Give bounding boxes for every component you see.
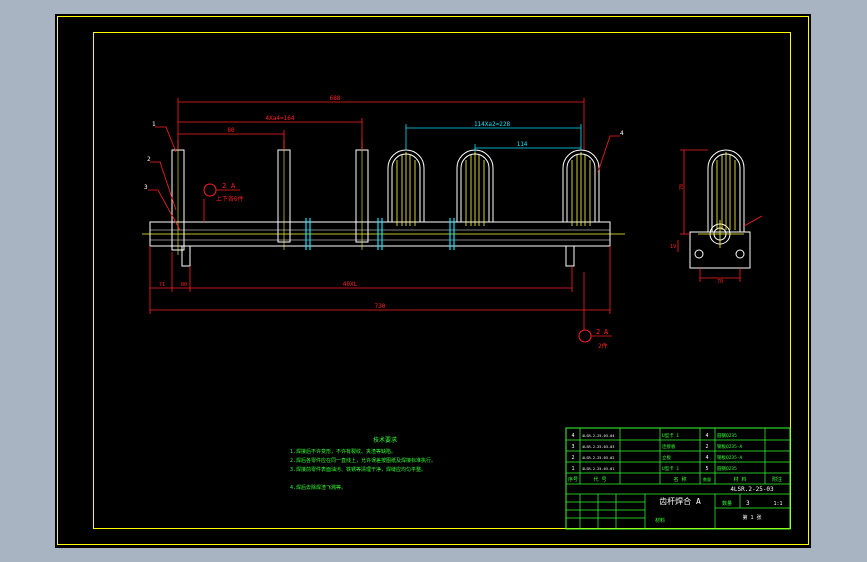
row-1-name: U型卡 1 bbox=[662, 465, 679, 472]
row-4-qty: 4 bbox=[705, 433, 708, 439]
dim-gap-small: 80 bbox=[227, 127, 235, 134]
scale-label: 数量 bbox=[722, 500, 732, 507]
row-2-qty: 4 bbox=[705, 455, 708, 461]
row-4-no: 4 bbox=[571, 433, 574, 439]
u-clamp-3-rods bbox=[571, 152, 591, 226]
notes-line-1: 1.焊接后不许变形，不许有裂纹、夹渣等缺陷。 bbox=[290, 448, 396, 455]
row-3-name: 连接板 bbox=[662, 443, 676, 450]
dim-bottom-span: 40XL bbox=[343, 281, 358, 288]
side-dim-base: 70 bbox=[717, 279, 723, 285]
u-clamp-1-rods bbox=[396, 152, 416, 226]
header-name: 名 称 bbox=[673, 476, 686, 483]
callout-1: 1 bbox=[152, 121, 156, 128]
dim-pitch-left: 4Xa4=164 bbox=[266, 115, 295, 122]
header-note: 附注 bbox=[772, 476, 782, 483]
section-top-label: 上下各0件 bbox=[216, 195, 244, 203]
company: 材料 bbox=[655, 517, 665, 524]
section-top-letter: A bbox=[231, 182, 236, 190]
leader-lines bbox=[148, 126, 620, 330]
inner-frame bbox=[93, 32, 791, 529]
header-no: 序号 bbox=[568, 476, 578, 483]
row-4-code: 4LSR.2-25-03-04 bbox=[582, 434, 614, 438]
dimensions-front bbox=[149, 98, 611, 314]
dim-left-offset-a: 71 bbox=[159, 282, 165, 288]
row-1-qty: 5 bbox=[705, 466, 708, 472]
header-qty: 数量 bbox=[703, 476, 711, 482]
callout-4: 4 bbox=[620, 130, 624, 137]
bottom-lug-left bbox=[181, 245, 191, 267]
technical-notes: 技术要求 1.焊接后不许变形，不许有裂纹、夹渣等缺陷。 2.焊后各零件应在同一直… bbox=[290, 436, 436, 491]
dim-overall-top: 688 bbox=[330, 95, 341, 102]
sheet-number: 第 1 张 bbox=[742, 514, 761, 521]
row-2-material: 钢板Q235-A bbox=[717, 454, 743, 461]
row-2-no: 2 bbox=[571, 455, 574, 461]
section-bot-num: 2 bbox=[596, 328, 600, 336]
paper-background bbox=[55, 14, 811, 548]
drawing-name: 齿杆焊合 A bbox=[659, 496, 701, 506]
title-block: 4 4LSR.2-25-03-04 U型卡 1 4 圆钢Q235 3 4LSR.… bbox=[565, 427, 791, 530]
notes-line-3: 3.焊接前零件表面油污、铁锈等清理干净，焊缝应均匀平整。 bbox=[290, 466, 426, 473]
notes-title: 技术要求 bbox=[373, 436, 397, 444]
row-3-qty: 2 bbox=[705, 444, 708, 450]
callout-2: 2 bbox=[147, 156, 151, 163]
row-1-no: 1 bbox=[571, 466, 574, 472]
notes-line-2: 2.焊后各零件应在同一直线上，允许误差按图纸及焊接标准执行。 bbox=[290, 457, 436, 464]
header-material: 材 料 bbox=[733, 476, 746, 483]
outer-frame bbox=[57, 16, 809, 545]
side-view: 70 19 70 bbox=[670, 149, 763, 285]
callout-3: 3 bbox=[144, 184, 148, 191]
row-4-material: 圆钢Q235 bbox=[717, 432, 737, 439]
drawing-code: 4LSR.2-25-03 bbox=[730, 486, 774, 493]
u-clamp-2-rods bbox=[465, 152, 485, 226]
row-2-code: 4LSR.2-25-03-02 bbox=[582, 456, 614, 460]
row-3-material: 钢板Q235-A bbox=[717, 443, 743, 450]
row-1-code: 4LSR.2-25-03-01 bbox=[582, 467, 614, 471]
side-dim-small: 19 bbox=[670, 244, 676, 250]
front-view bbox=[142, 140, 625, 267]
section-bot-letter: A bbox=[604, 328, 609, 336]
row-3-no: 3 bbox=[571, 444, 574, 450]
dimension-cyan bbox=[405, 124, 582, 152]
notes-line-4: 4.焊后去除焊渣飞溅等。 bbox=[290, 484, 346, 491]
row-4-name: U型卡 1 bbox=[662, 432, 679, 439]
side-dim-height: 70 bbox=[679, 184, 685, 190]
dim-pitch-right: 114Xa2=228 bbox=[474, 121, 511, 128]
scale-value: 3 bbox=[746, 500, 750, 507]
header-code: 代 号 bbox=[593, 476, 606, 483]
bottom-lug-right bbox=[565, 245, 575, 267]
row-2-name: 立板 bbox=[662, 454, 671, 461]
dim-pitch-right-single: 114 bbox=[517, 141, 528, 148]
section-top-num: 2 bbox=[222, 182, 226, 190]
main-bar bbox=[149, 221, 611, 247]
weight: 1:1 bbox=[773, 501, 782, 507]
dim-bottom-total: 730 bbox=[375, 303, 386, 310]
dim-left-offset-b: 80 bbox=[181, 282, 187, 288]
section-bot-label: 2件 bbox=[598, 342, 608, 350]
row-3-code: 4LSR.2-25-03-03 bbox=[582, 445, 614, 449]
row-1-material: 圆钢Q235 bbox=[717, 465, 737, 472]
